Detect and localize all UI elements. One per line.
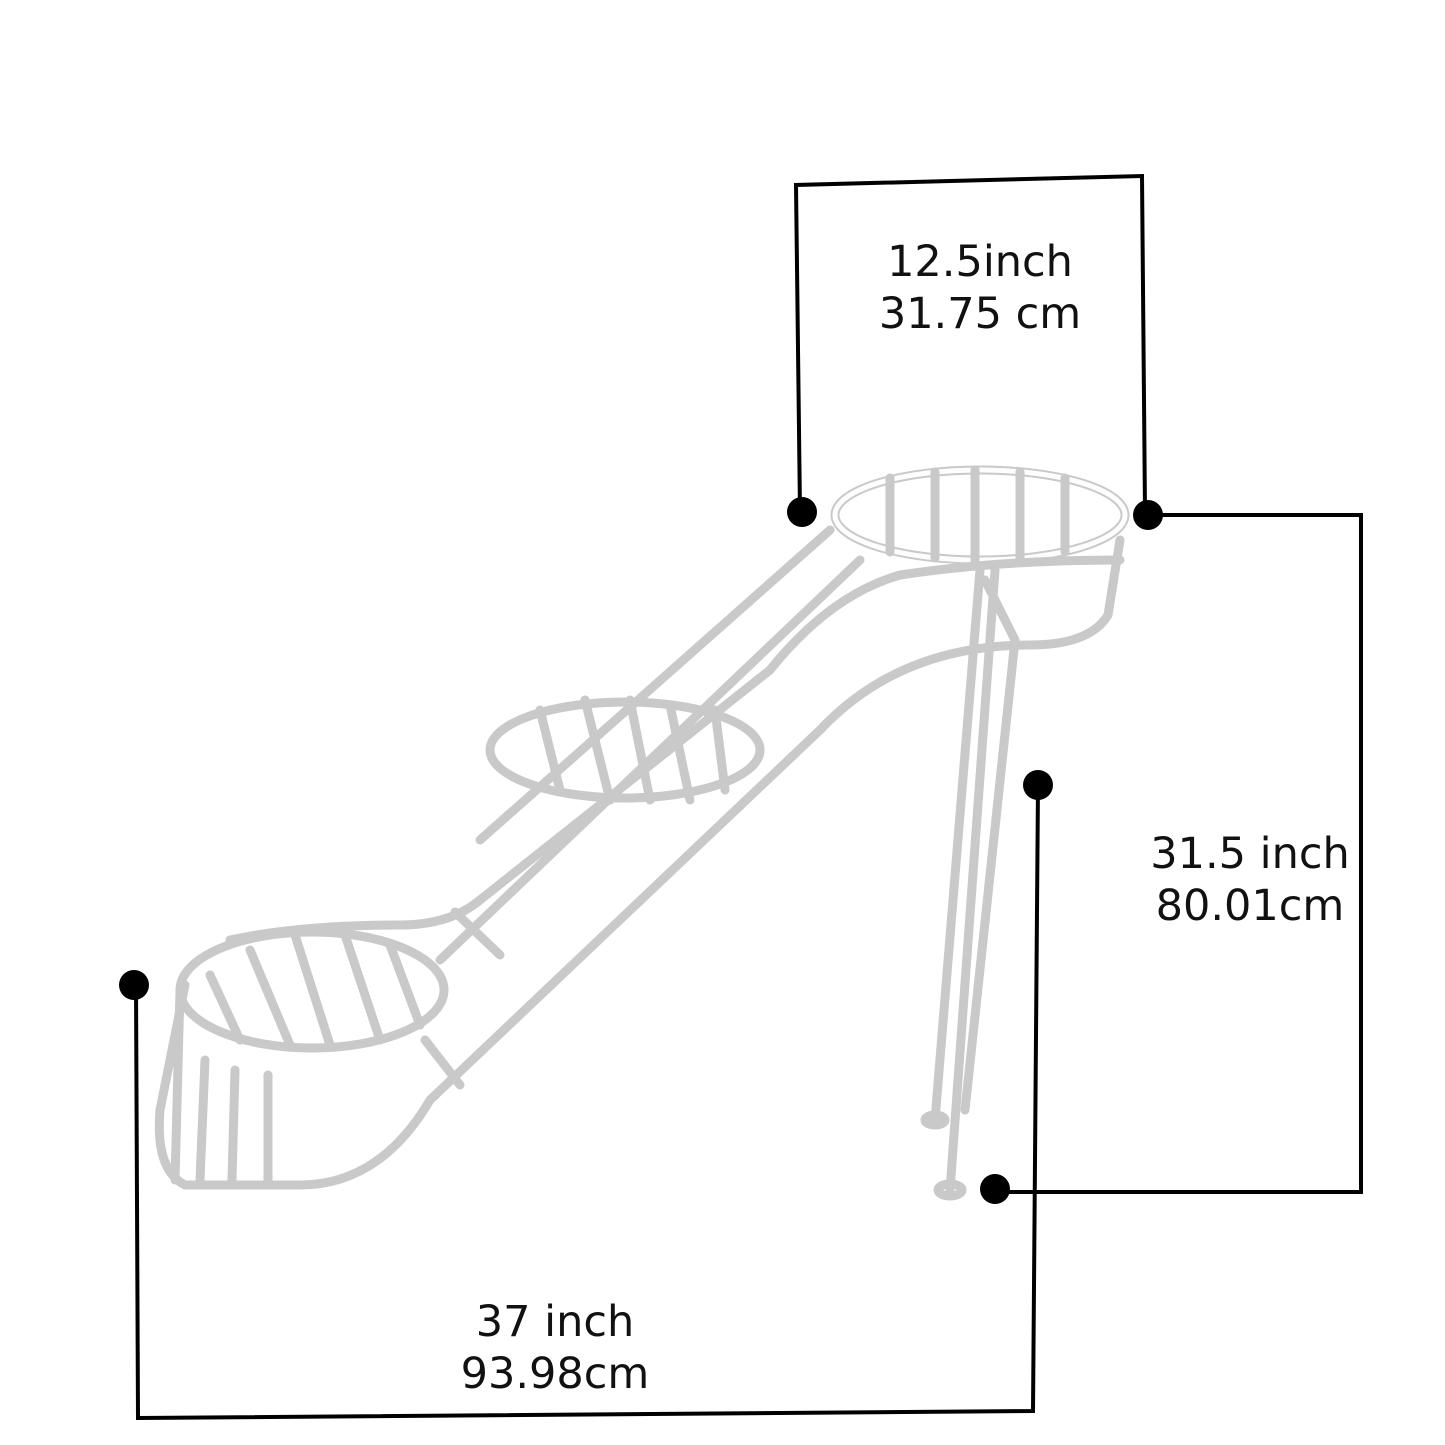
width-inch: 12.5inch <box>887 237 1073 287</box>
length-inch: 37 inch <box>475 1297 635 1347</box>
marker-dot <box>1023 770 1053 800</box>
height-dimension-line <box>995 513 1363 1194</box>
width-label: 12.5inch 31.75 cm <box>860 236 1100 340</box>
height-label: 31.5 inch 80.01cm <box>1135 828 1365 932</box>
length-dimension-line <box>134 784 1040 1421</box>
plant-stand-frame <box>154 465 1130 1201</box>
marker-dot <box>980 1174 1010 1204</box>
height-cm: 80.01cm <box>1155 881 1345 931</box>
marker-dot <box>119 970 149 1000</box>
marker-dot <box>787 497 817 527</box>
width-dimension-line <box>793 173 1147 513</box>
width-cm: 31.75 cm <box>878 289 1082 339</box>
length-cm: 93.98cm <box>460 1349 650 1399</box>
length-label: 37 inch 93.98cm <box>440 1296 670 1400</box>
marker-dot <box>1133 500 1163 530</box>
height-inch: 31.5 inch <box>1150 829 1350 879</box>
dimension-lines <box>119 173 1363 1421</box>
